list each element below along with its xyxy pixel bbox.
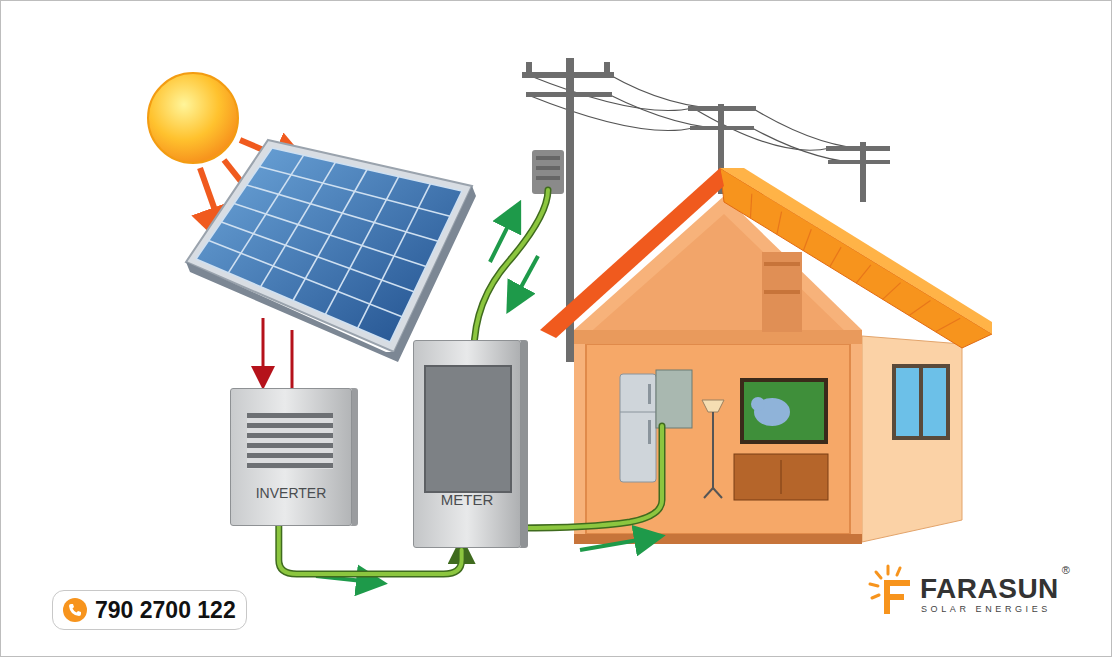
meter-box: METER — [413, 340, 521, 548]
solar-panel — [186, 140, 476, 362]
logo-mark — [870, 566, 910, 614]
sun — [148, 73, 238, 163]
meter-screen — [424, 365, 512, 493]
brand-tagline: SOLAR ENERGIES — [921, 605, 1051, 614]
inverter-label: INVERTER — [231, 485, 351, 501]
house — [540, 168, 992, 544]
meter-label: METER — [414, 491, 520, 508]
registered-mark: ® — [1062, 565, 1070, 576]
vent-grille — [247, 413, 333, 469]
phone-pill: 790 2700 122 — [52, 590, 247, 630]
flow-arrows — [316, 214, 650, 582]
inverter-box: INVERTER — [230, 388, 352, 526]
phone-icon — [63, 598, 87, 622]
phone-number: 790 2700 122 — [95, 597, 236, 624]
brand-name: FARASUN — [920, 575, 1059, 603]
